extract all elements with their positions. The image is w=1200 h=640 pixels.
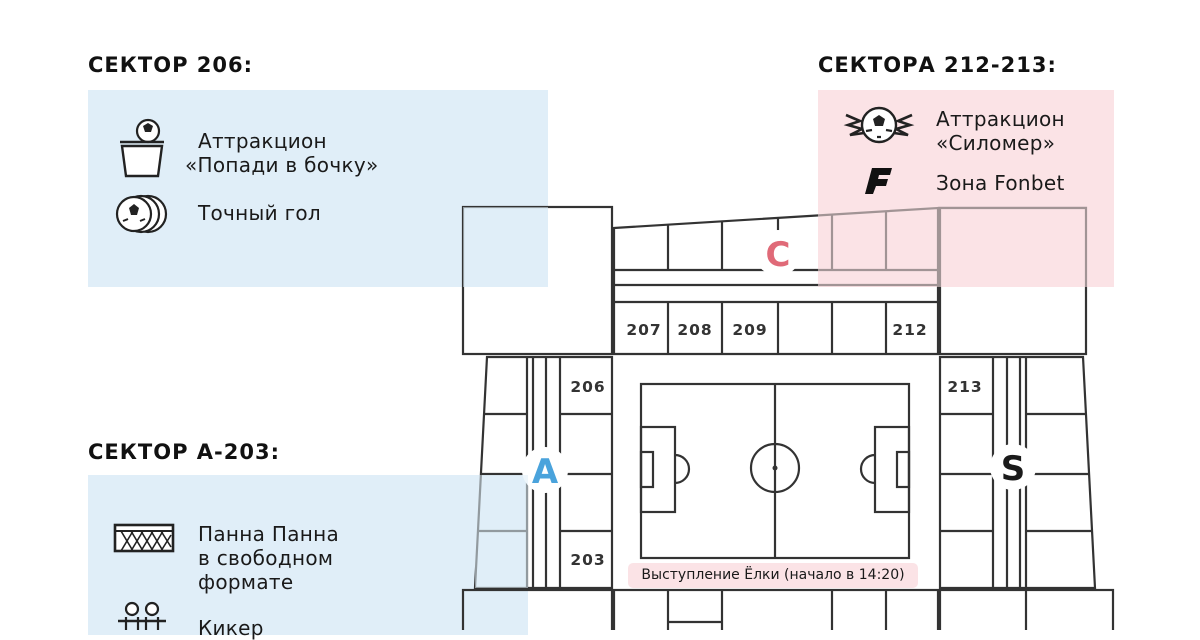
stand-a-badge: A — [522, 447, 568, 493]
heading-sector-a203: СЕКТОР А-203: — [88, 440, 281, 464]
stand-c-badge: C — [755, 230, 801, 276]
sector-206-item-1-line-2: «Попади в бочку» — [185, 153, 379, 177]
sector-a203-item-1-line-3: формате — [198, 570, 294, 594]
goal-net-icon — [113, 523, 175, 553]
sector-label-212: 212 — [892, 321, 927, 339]
sector-206-overlay — [463, 207, 548, 287]
target-ball-icon — [115, 194, 168, 234]
sector-212-item-1-line-2: «Силомер» — [936, 131, 1056, 155]
sector-label-209: 209 — [732, 321, 767, 339]
stand-c-letter: C — [766, 235, 791, 275]
barrel-ball-icon — [120, 118, 164, 178]
sector-212-item-1-line-1: Аттракцион — [936, 107, 1065, 131]
performance-label: Выступление Ёлки (начало в 14:20) — [628, 563, 918, 588]
sector-a203-overlay — [475, 475, 528, 588]
sector-212-item-2-line-1: Зона Fonbet — [936, 171, 1065, 195]
fonbet-logo-icon — [865, 168, 892, 194]
sector-206-item-2-line-1: Точный гол — [198, 201, 322, 225]
sector-label-213: 213 — [947, 378, 982, 396]
foosball-icon — [118, 601, 166, 630]
sector-label-208: 208 — [677, 321, 712, 339]
sector-a203-item-2-line-1: Кикер — [198, 616, 264, 640]
stand-s-letter: S — [1001, 449, 1026, 489]
sector-a203-item-1-line-2: в свободном — [198, 546, 334, 570]
stand-a-letter: A — [532, 452, 559, 492]
east-stand-outline — [938, 355, 1097, 590]
sector-206-item-1-line-1: Аттракцион — [198, 129, 327, 153]
heading-sector-206: СЕКТОР 206: — [88, 53, 254, 77]
heading-sectors-212-213: СЕКТОРА 212-213: — [818, 53, 1057, 77]
sector-label-206: 206 — [570, 378, 605, 396]
winged-ball-icon — [843, 106, 915, 144]
sector-a203-zone — [88, 475, 528, 635]
sector-label-207: 207 — [626, 321, 661, 339]
sector-label-203: 203 — [570, 551, 605, 569]
sector-212-213-overlay — [818, 207, 1114, 287]
sector-a203-item-1-line-1: Панна Панна — [198, 522, 340, 546]
stand-s-badge: S — [990, 444, 1036, 490]
